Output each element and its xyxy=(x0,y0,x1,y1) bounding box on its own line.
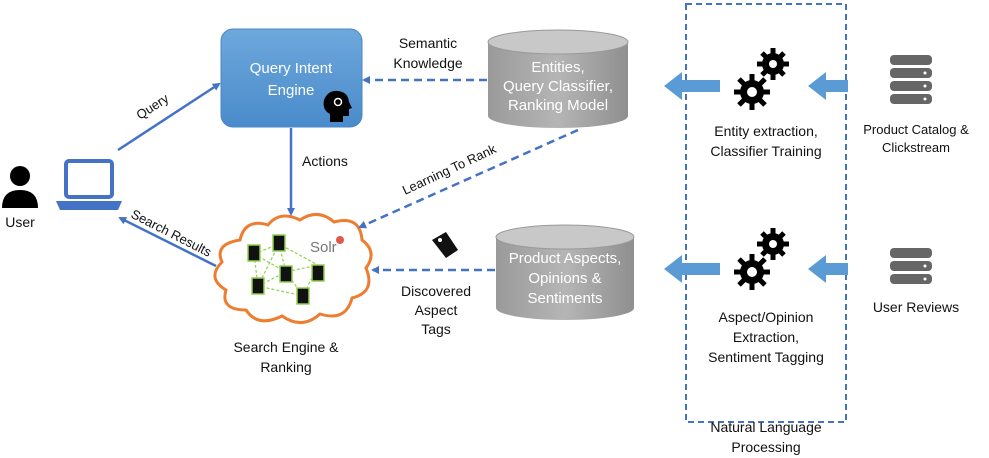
aspects-label-3: Sentiments xyxy=(527,290,602,307)
block-arrows xyxy=(664,72,848,283)
entities-database xyxy=(487,29,629,128)
user-reviews-label: User Reviews xyxy=(873,299,959,315)
aspects-database xyxy=(495,224,635,320)
aspect-extraction-label-1: Aspect/Opinion xyxy=(719,309,814,325)
nlp-group-box xyxy=(685,3,847,423)
solr-logo-mark xyxy=(336,236,344,244)
gears-icon-bottom xyxy=(734,228,789,290)
nlp-label-1: Natural Language xyxy=(710,419,822,435)
aspects-label-1: Product Aspects, xyxy=(509,250,622,267)
arrow-left-icon xyxy=(808,255,848,283)
aspect-extraction-label-2: Extraction, xyxy=(733,329,799,345)
learning-to-rank-label: Learning To Rank xyxy=(400,141,499,198)
entity-extraction-label-2: Classifier Training xyxy=(710,143,821,159)
tag-icon xyxy=(432,232,458,258)
search-engine-cloud xyxy=(213,213,373,324)
search-results-arrow xyxy=(118,216,217,268)
discovered-tags-label-3: Tags xyxy=(421,321,451,337)
database-icon-catalog xyxy=(890,55,932,104)
catalog-label-2: Clickstream xyxy=(882,140,950,155)
semantic-knowledge-label-2: Knowledge xyxy=(393,55,462,71)
entities-label-2: Query Classifier, xyxy=(503,78,613,95)
arrow-left-icon xyxy=(664,72,720,100)
aspects-label-2: Opinions & xyxy=(528,270,601,287)
user-icon xyxy=(2,166,38,208)
actions-label: Actions xyxy=(302,153,348,169)
nlp-label-2: Processing xyxy=(731,439,800,455)
arrow-left-icon xyxy=(808,72,848,100)
aspect-extraction-label-3: Sentiment Tagging xyxy=(708,349,824,365)
gears-icon-top xyxy=(734,48,789,110)
head-gear-icon xyxy=(323,90,352,122)
entity-extraction-label-1: Entity extraction, xyxy=(714,123,818,139)
entities-label-3: Ranking Model xyxy=(508,97,608,114)
solr-logo: Solr xyxy=(310,239,337,256)
arrow-left-icon xyxy=(664,255,720,283)
laptop-icon xyxy=(56,159,122,210)
search-results-label: Search Results xyxy=(129,206,215,260)
query-intent-engine-label-2: Engine xyxy=(268,82,315,99)
discovered-tags-label-1: Discovered xyxy=(401,283,471,299)
discovered-tags-label-2: Aspect xyxy=(415,302,458,318)
search-engine-label-2: Ranking xyxy=(260,359,311,375)
entities-label-1: Entities, xyxy=(531,59,584,76)
user-label: User xyxy=(5,214,35,230)
query-intent-engine-label-1: Query Intent xyxy=(250,60,333,77)
semantic-knowledge-label-1: Semantic xyxy=(399,35,457,51)
catalog-label-1: Product Catalog & xyxy=(863,122,969,137)
database-icon-reviews xyxy=(890,248,932,284)
query-arrow xyxy=(117,82,221,152)
search-engine-label-1: Search Engine & xyxy=(233,339,339,355)
learning-to-rank-arrow xyxy=(358,128,579,229)
